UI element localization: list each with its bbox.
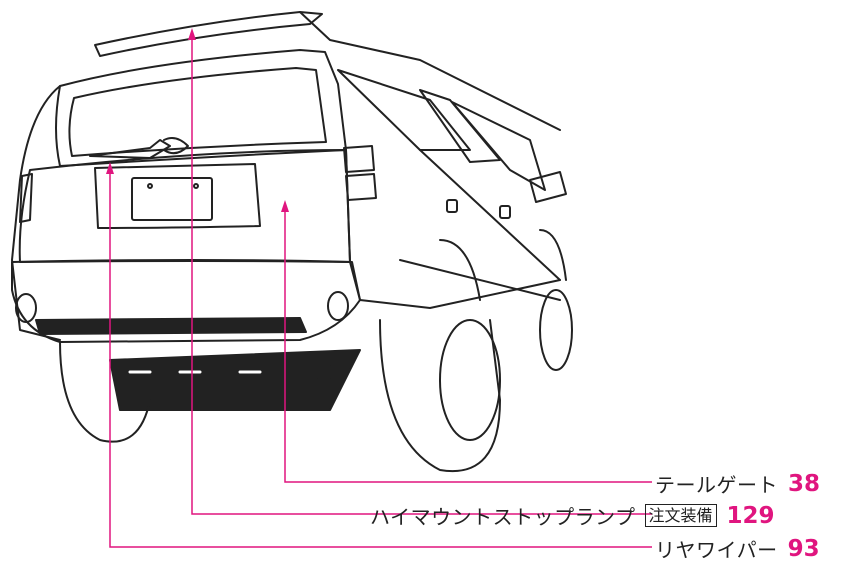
label-rear-wiper-text: リヤワイパー — [655, 538, 778, 562]
label-tailgate: テールゲート 38 — [655, 469, 820, 498]
label-tailgate-text: テールゲート — [655, 473, 778, 497]
label-rear-wiper: リヤワイパー 93 — [655, 534, 820, 563]
optional-equipment-badge: 注文装備 — [644, 504, 717, 527]
label-high-mount-stop-lamp-page: 129 — [726, 502, 775, 529]
label-rear-wiper-page: 93 — [787, 535, 820, 562]
label-tailgate-page: 38 — [788, 470, 821, 497]
label-high-mount-stop-lamp: ハイマウントストップランプ 注文装備 129 — [370, 501, 775, 530]
label-high-mount-stop-lamp-text: ハイマウントストップランプ — [370, 505, 636, 529]
